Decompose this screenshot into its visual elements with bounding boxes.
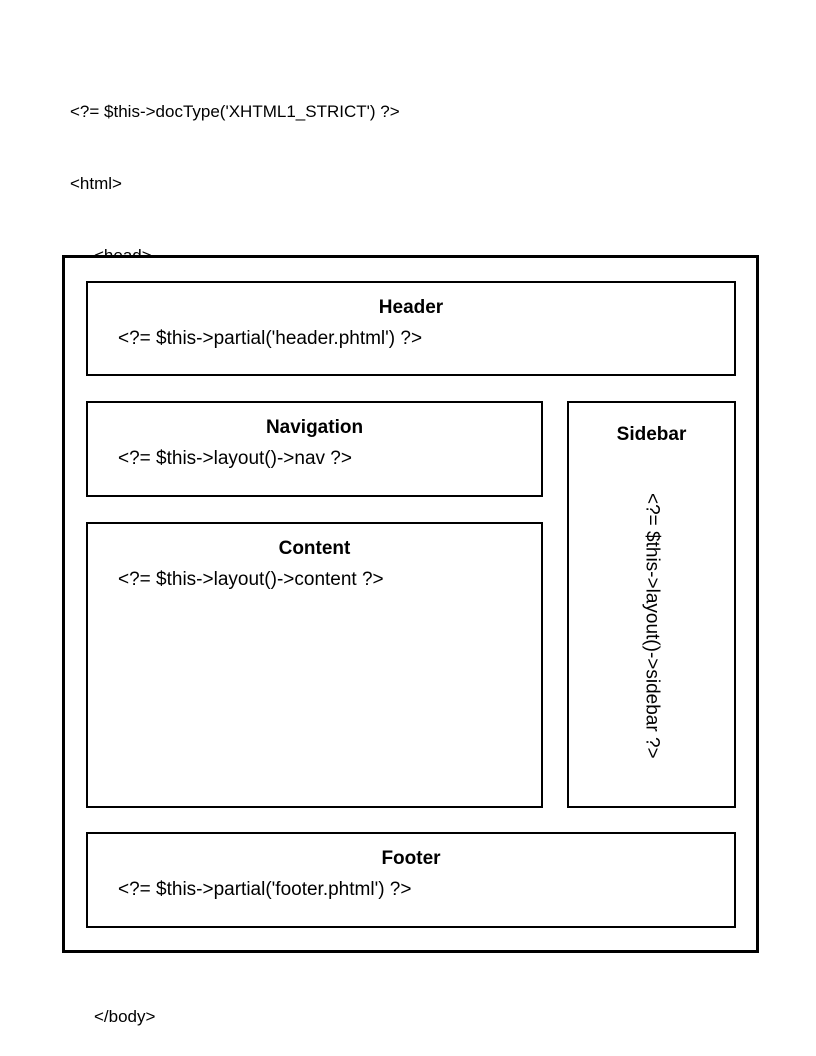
body-layout-box: Header <?= $this->partial('header.phtml'… [62, 255, 759, 953]
content-box-code: <?= $this->layout()->content ?> [118, 569, 384, 590]
code-line-doctype: <?= $this->docType('XHTML1_STRICT') ?> [70, 102, 400, 121]
navigation-box: Navigation <?= $this->layout()->nav ?> [86, 401, 543, 497]
content-box-title: Content [278, 538, 351, 559]
sidebar-box: Sidebar <?= $this->layout()->sidebar ?> [567, 401, 736, 808]
code-line-html-open: <html> [70, 174, 122, 193]
header-box-code: <?= $this->partial('header.phtml') ?> [118, 328, 423, 349]
footer-box-code: <?= $this->partial('footer.phtml') ?> [118, 879, 412, 900]
content-box: Content <?= $this->layout()->content ?> [86, 522, 543, 808]
sidebar-code-wrap: <?= $this->layout()->sidebar ?> [569, 446, 734, 806]
code-block-bottom: </body> </html> [70, 957, 155, 1056]
footer-box-title: Footer [381, 848, 441, 869]
sidebar-box-code-vertical: <?= $this->layout()->sidebar ?> [641, 493, 663, 759]
navigation-box-title: Navigation [265, 417, 364, 438]
sidebar-box-title: Sidebar [616, 424, 687, 445]
navigation-box-code: <?= $this->layout()->nav ?> [118, 448, 352, 469]
footer-box: Footer <?= $this->partial('footer.phtml'… [86, 832, 736, 928]
header-box-title: Header [378, 297, 444, 318]
header-box: Header <?= $this->partial('header.phtml'… [86, 281, 736, 376]
code-line-body-close: </body> [94, 1007, 156, 1026]
